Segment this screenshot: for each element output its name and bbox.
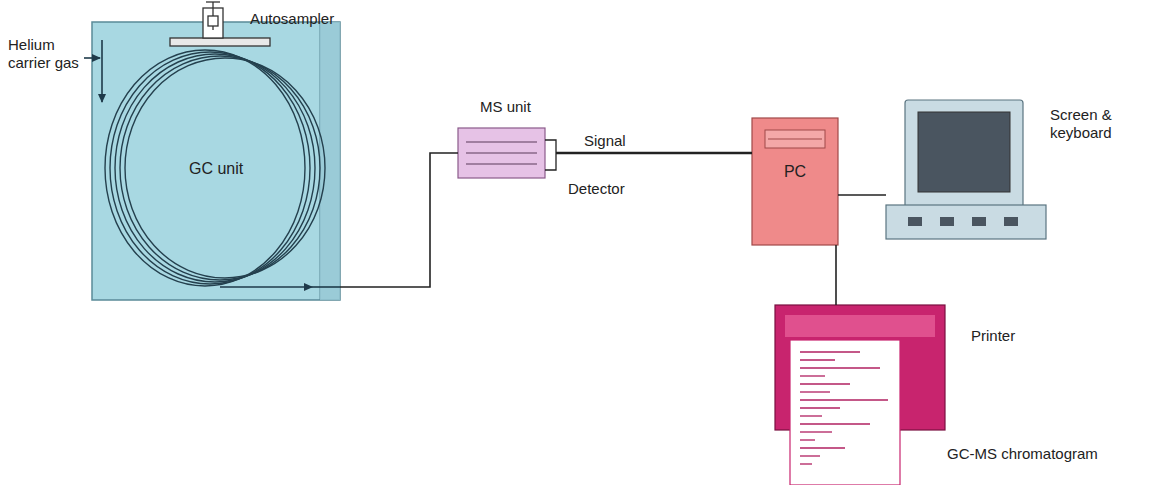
ms-unit-box: MS unit <box>458 128 545 178</box>
connector <box>340 153 458 287</box>
pc-tower <box>752 118 838 245</box>
gas-label: Helium carrier gas <box>8 36 84 72</box>
connector <box>835 245 837 305</box>
unit-label: Screen & keyboard <box>1050 106 1140 142</box>
column-coil <box>105 50 325 286</box>
chromatogram-trace <box>800 352 888 464</box>
connector <box>556 152 752 154</box>
injection-arrow <box>101 40 103 102</box>
connector <box>838 194 886 196</box>
unit-label: PC <box>752 162 838 181</box>
screen-keyboard <box>886 100 1046 239</box>
screen-node: Screen & keyboard <box>886 100 1046 239</box>
ms-unit <box>458 128 545 178</box>
part-label: Autosampler <box>250 10 334 28</box>
unit-label: GC unit <box>185 158 247 179</box>
gc-unit-box: GC unit <box>92 22 340 300</box>
detector-bracket <box>545 140 556 170</box>
unit-label: MS unit <box>480 98 531 116</box>
part-label: Detector <box>568 180 625 198</box>
unit-label: Printer <box>971 327 1015 345</box>
pc-box: PC <box>752 118 838 245</box>
helium-arrow <box>84 57 100 59</box>
printer <box>775 305 945 485</box>
output-label: GC-MS chromatogram <box>947 445 1098 463</box>
column-outlet-pipe <box>312 286 340 288</box>
edge-label: Signal <box>584 132 626 150</box>
gc-oven <box>92 22 340 300</box>
printer-node: PrinterGC-MS chromatogram <box>775 305 945 430</box>
column-outlet <box>220 286 312 288</box>
